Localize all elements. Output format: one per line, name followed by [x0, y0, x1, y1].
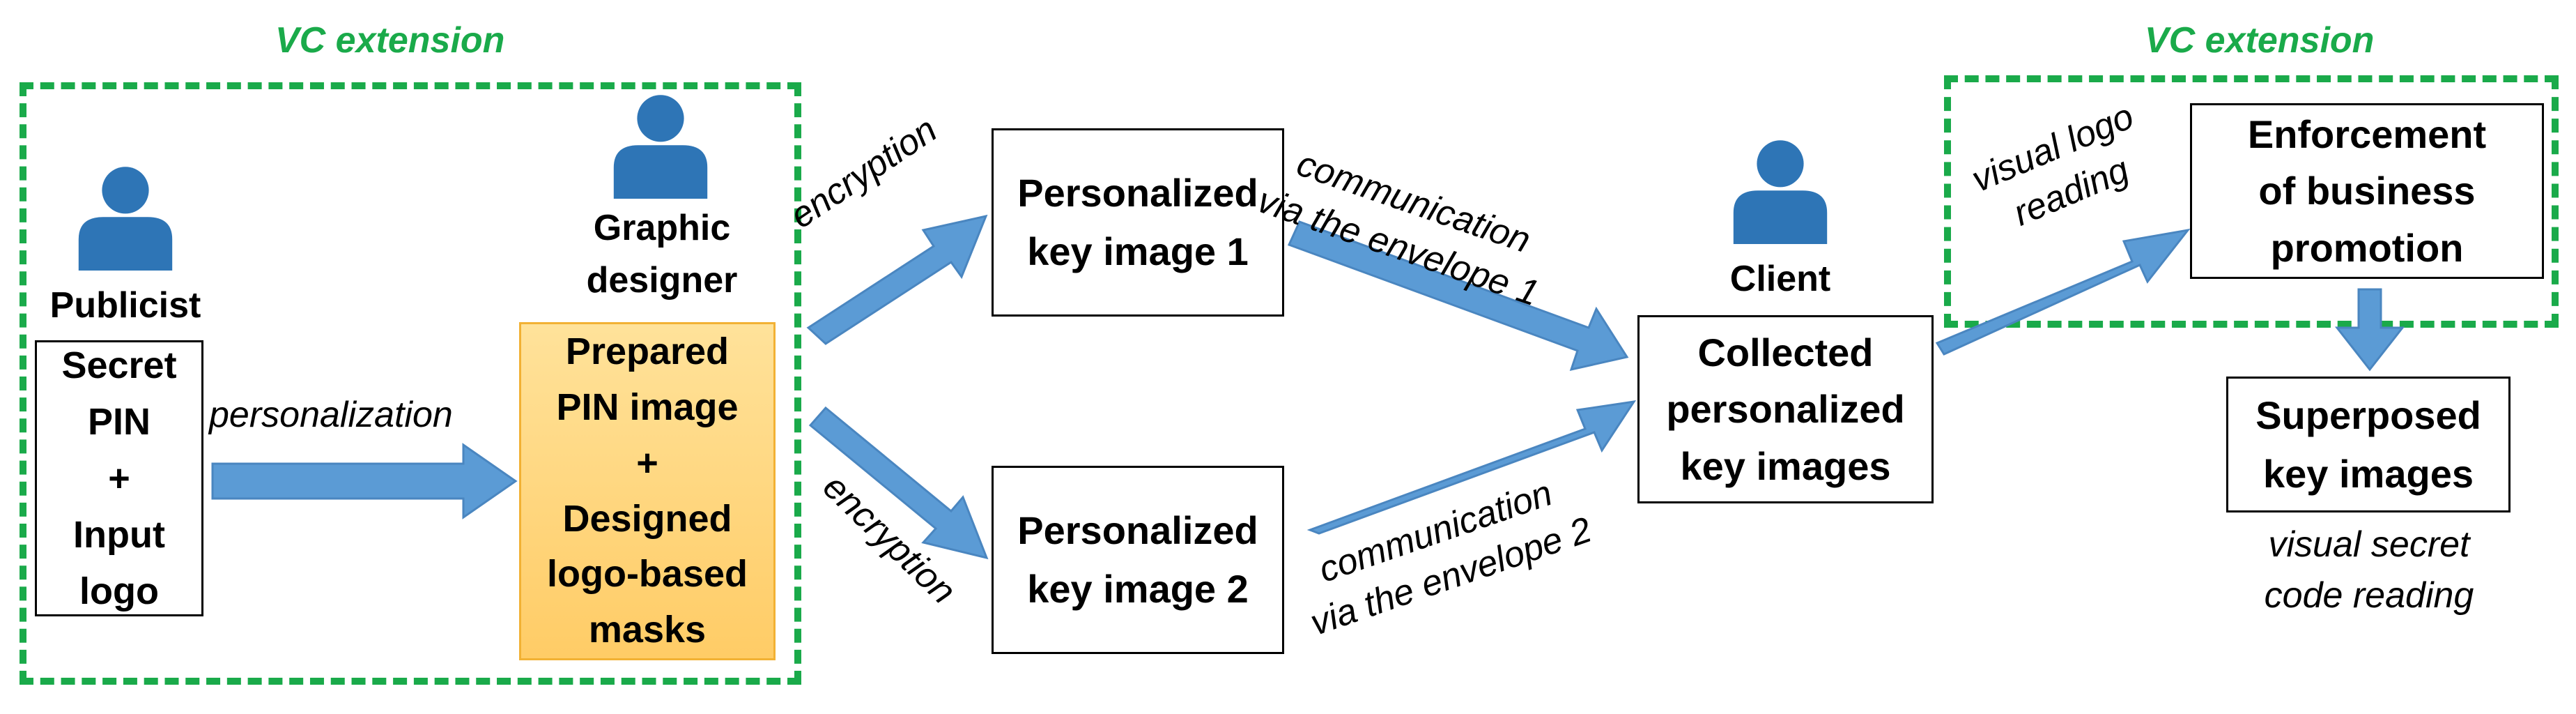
designer-label: Graphic designer: [586, 208, 738, 301]
secret-pin-box: Secret PIN + Input logo: [35, 340, 203, 616]
collected-key-images-text: Collected personalized key images: [1666, 331, 1905, 488]
client-label: Client: [1729, 259, 1831, 299]
enforcement-box: Enforcement of business promotion: [2190, 103, 2544, 279]
prepared-pin-text: Prepared PIN image + Designed logo-based…: [546, 330, 748, 651]
encryption-arrow-top: [806, 214, 988, 345]
personalization-label: personalization: [209, 395, 453, 435]
publicist-person-icon: [70, 159, 181, 271]
key-image-1-box: Personalized key image 1: [992, 128, 1284, 317]
designer-person-icon: [605, 87, 716, 199]
communication-arrow-1: [1287, 220, 1629, 372]
superposed-key-images-box: Superposed key images: [2226, 377, 2511, 512]
prepared-pin-box: Prepared PIN image + Designed logo-based…: [519, 322, 776, 660]
personalization-arrow: [211, 443, 518, 519]
superposed-key-images-text: Superposed key images: [2255, 393, 2481, 496]
publicist-label: Publicist: [49, 285, 201, 326]
key-image-2-text: Personalized key image 2: [1017, 508, 1258, 611]
vc-extension-left-label: VC extension: [275, 20, 505, 61]
secret-pin-text: Secret PIN + Input logo: [61, 344, 177, 612]
down-arrow: [2334, 288, 2405, 372]
communication-arrow-2: [1306, 400, 1637, 535]
vc-extension-left-region: [20, 82, 801, 685]
visual-logo-arrow: [1935, 228, 2191, 356]
visual-secret-code-label: visual secret code reading: [2264, 524, 2474, 616]
enforcement-text: Enforcement of business promotion: [2247, 112, 2487, 270]
vc-extension-right-label: VC extension: [2145, 20, 2375, 61]
encryption-arrow-bottom: [808, 406, 989, 560]
collected-key-images-box: Collected personalized key images: [1637, 315, 1934, 503]
client-person-icon: [1725, 132, 1836, 244]
key-image-2-box: Personalized key image 2: [992, 466, 1284, 654]
key-image-1-text: Personalized key image 1: [1017, 171, 1258, 273]
vc-extension-right-region: [1944, 75, 2559, 328]
